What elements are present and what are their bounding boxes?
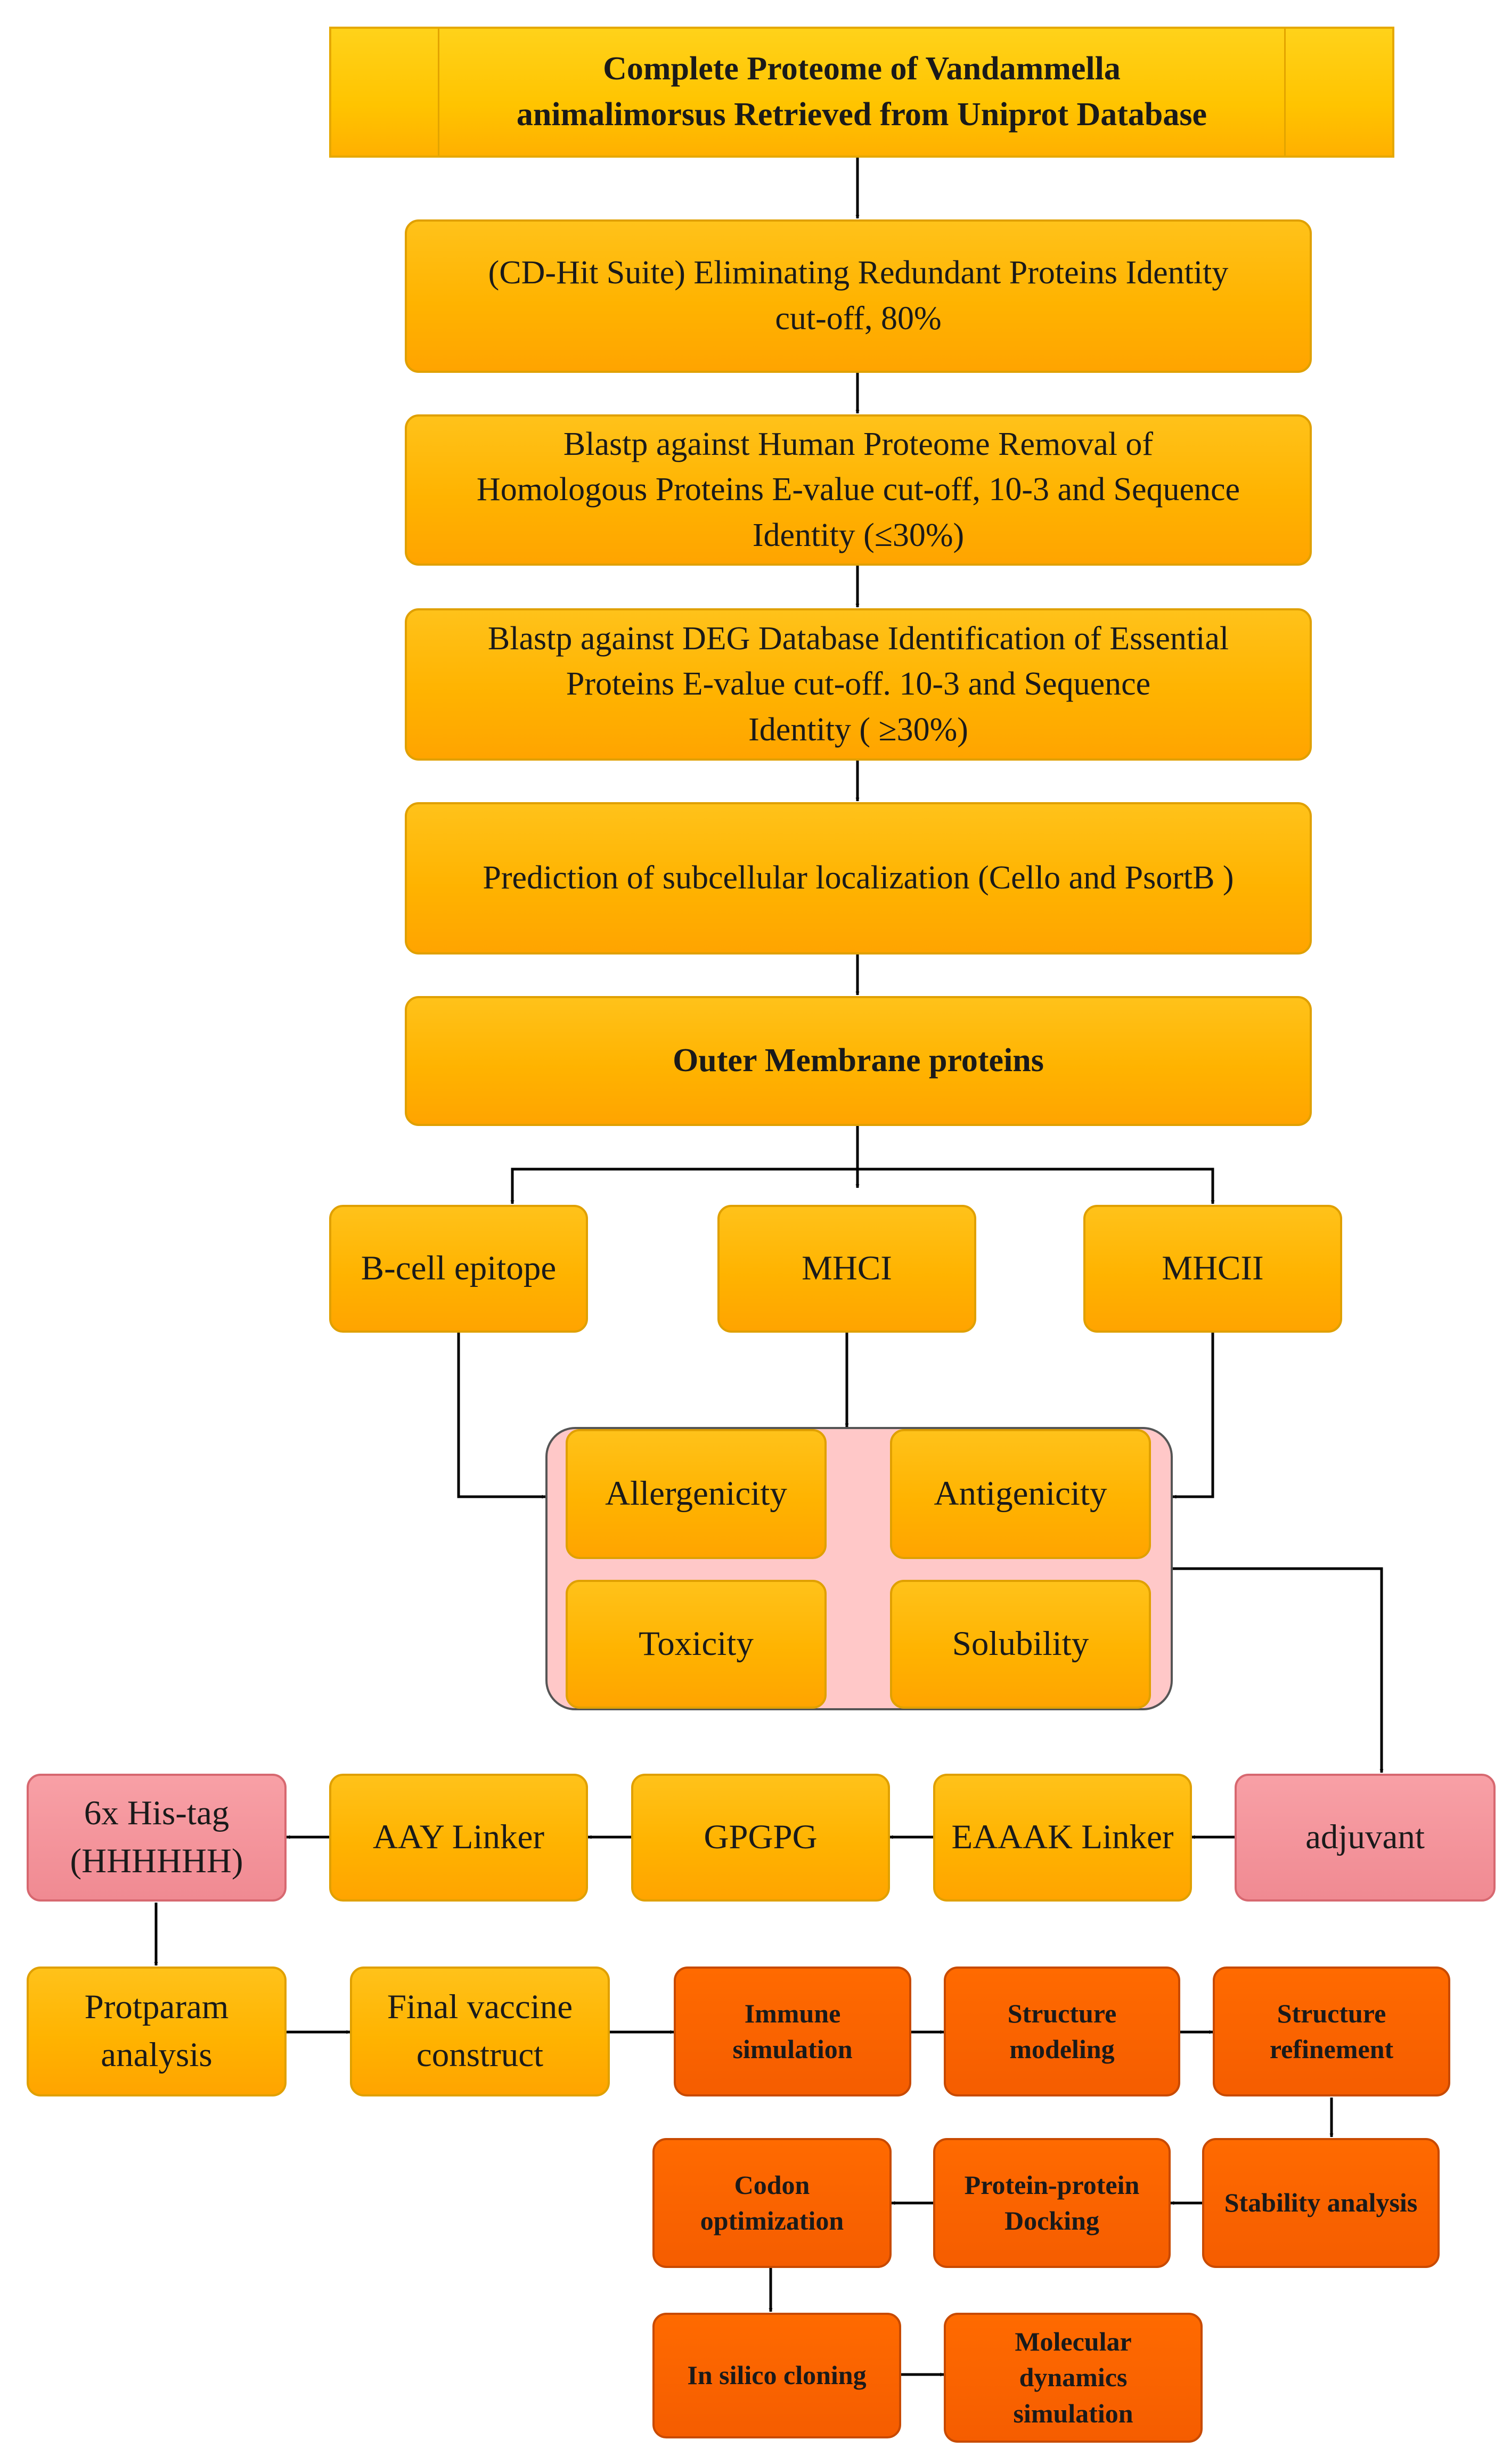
proteome-title-box: Complete Proteome of Vandammella animali… (329, 27, 1394, 158)
mhci-box: MHCI (717, 1205, 976, 1333)
final-vaccine-box: Final vaccine construct (350, 1967, 610, 2096)
bcell-epitope-box: B-cell epitope (329, 1205, 588, 1333)
gpgpg-linker-box: GPGPG (631, 1774, 890, 1902)
mhcii-box: MHCII (1083, 1205, 1342, 1333)
toxicity-box: Toxicity (566, 1580, 827, 1709)
mhci-text: MHCI (802, 1249, 892, 1288)
blastp-human-step-text: Blastp against Human Proteome Removal of… (476, 426, 1240, 553)
codon-optimization-box: Codon optimization (652, 2138, 892, 2268)
codon-optimization-text: Codon optimization (700, 2169, 844, 2236)
aay-linker-box: AAY Linker (329, 1774, 588, 1902)
in-silico-cloning-text: In silico cloning (687, 2360, 867, 2390)
eaaak-linker-text: EAAAK Linker (951, 1818, 1174, 1857)
arrow-mhcii-to-panel (1172, 1333, 1214, 1499)
cdhit-step-box: (CD-Hit Suite) Eliminating Redundant Pro… (405, 219, 1312, 373)
aay-linker-text: AAY Linker (373, 1818, 544, 1857)
structure-refinement-box: Structure refinement (1213, 1967, 1450, 2096)
mhcii-text: MHCII (1162, 1249, 1264, 1288)
stability-analysis-box: Stability analysis (1202, 2138, 1440, 2268)
toxicity-text: Toxicity (639, 1625, 754, 1663)
protein-docking-text: Protein-protein Docking (964, 2169, 1140, 2236)
outer-membrane-text: Outer Membrane proteins (673, 1042, 1044, 1079)
stability-analysis-text: Stability analysis (1224, 2188, 1418, 2218)
arrow-outer-to-mhcii (857, 1168, 1215, 1204)
md-simulation-text: Molecular dynamics simulation (1013, 2326, 1133, 2428)
blastp-human-step-box: Blastp against Human Proteome Removal of… (405, 414, 1312, 566)
md-simulation-box: Molecular dynamics simulation (944, 2313, 1203, 2443)
blastp-deg-step-text: Blastp against DEG Database Identificati… (487, 620, 1229, 748)
protparam-text: Protparam analysis (84, 1988, 229, 2074)
antigenicity-box: Antigenicity (890, 1429, 1151, 1559)
immune-simulation-box: Immune simulation (674, 1967, 911, 2096)
cdhit-step-text: (CD-Hit Suite) Eliminating Redundant Pro… (488, 255, 1229, 337)
his-tag-text: 6x His-tag (HHHHHH) (70, 1794, 243, 1880)
arrow-bcell-to-panel (457, 1333, 546, 1499)
eaaak-linker-box: EAAAK Linker (933, 1774, 1192, 1902)
arrow-outer-to-bcell (510, 1168, 857, 1204)
subcellular-step-text: Prediction of subcellular localization (… (483, 860, 1234, 896)
structure-modeling-box: Structure modeling (944, 1967, 1180, 2096)
outer-membrane-box: Outer Membrane proteins (405, 996, 1312, 1126)
protparam-box: Protparam analysis (27, 1967, 287, 2096)
subcellular-step-box: Prediction of subcellular localization (… (405, 802, 1312, 954)
allergenicity-text: Allergenicity (605, 1474, 787, 1513)
antigenicity-text: Antigenicity (934, 1474, 1107, 1513)
bcell-epitope-text: B-cell epitope (361, 1249, 557, 1288)
structure-refinement-text: Structure refinement (1269, 1998, 1394, 2065)
proteome-title-text: Complete Proteome of Vandammella animali… (516, 51, 1207, 133)
blastp-deg-step-box: Blastp against DEG Database Identificati… (405, 608, 1312, 761)
solubility-text: Solubility (952, 1625, 1089, 1663)
final-vaccine-text: Final vaccine construct (387, 1988, 573, 2074)
adjuvant-text: adjuvant (1305, 1818, 1425, 1857)
arrow-panel-to-adjuvant (1173, 1567, 1384, 1773)
in-silico-cloning-box: In silico cloning (652, 2313, 901, 2438)
gpgpg-linker-text: GPGPG (704, 1818, 818, 1857)
structure-modeling-text: Structure modeling (1007, 1998, 1117, 2065)
solubility-box: Solubility (890, 1580, 1151, 1709)
allergenicity-box: Allergenicity (566, 1429, 827, 1559)
adjuvant-box: adjuvant (1235, 1774, 1496, 1902)
immune-simulation-text: Immune simulation (732, 1998, 853, 2065)
his-tag-box: 6x His-tag (HHHHHH) (27, 1774, 287, 1902)
protein-docking-box: Protein-protein Docking (933, 2138, 1171, 2268)
title-inner-frame (438, 29, 1286, 156)
